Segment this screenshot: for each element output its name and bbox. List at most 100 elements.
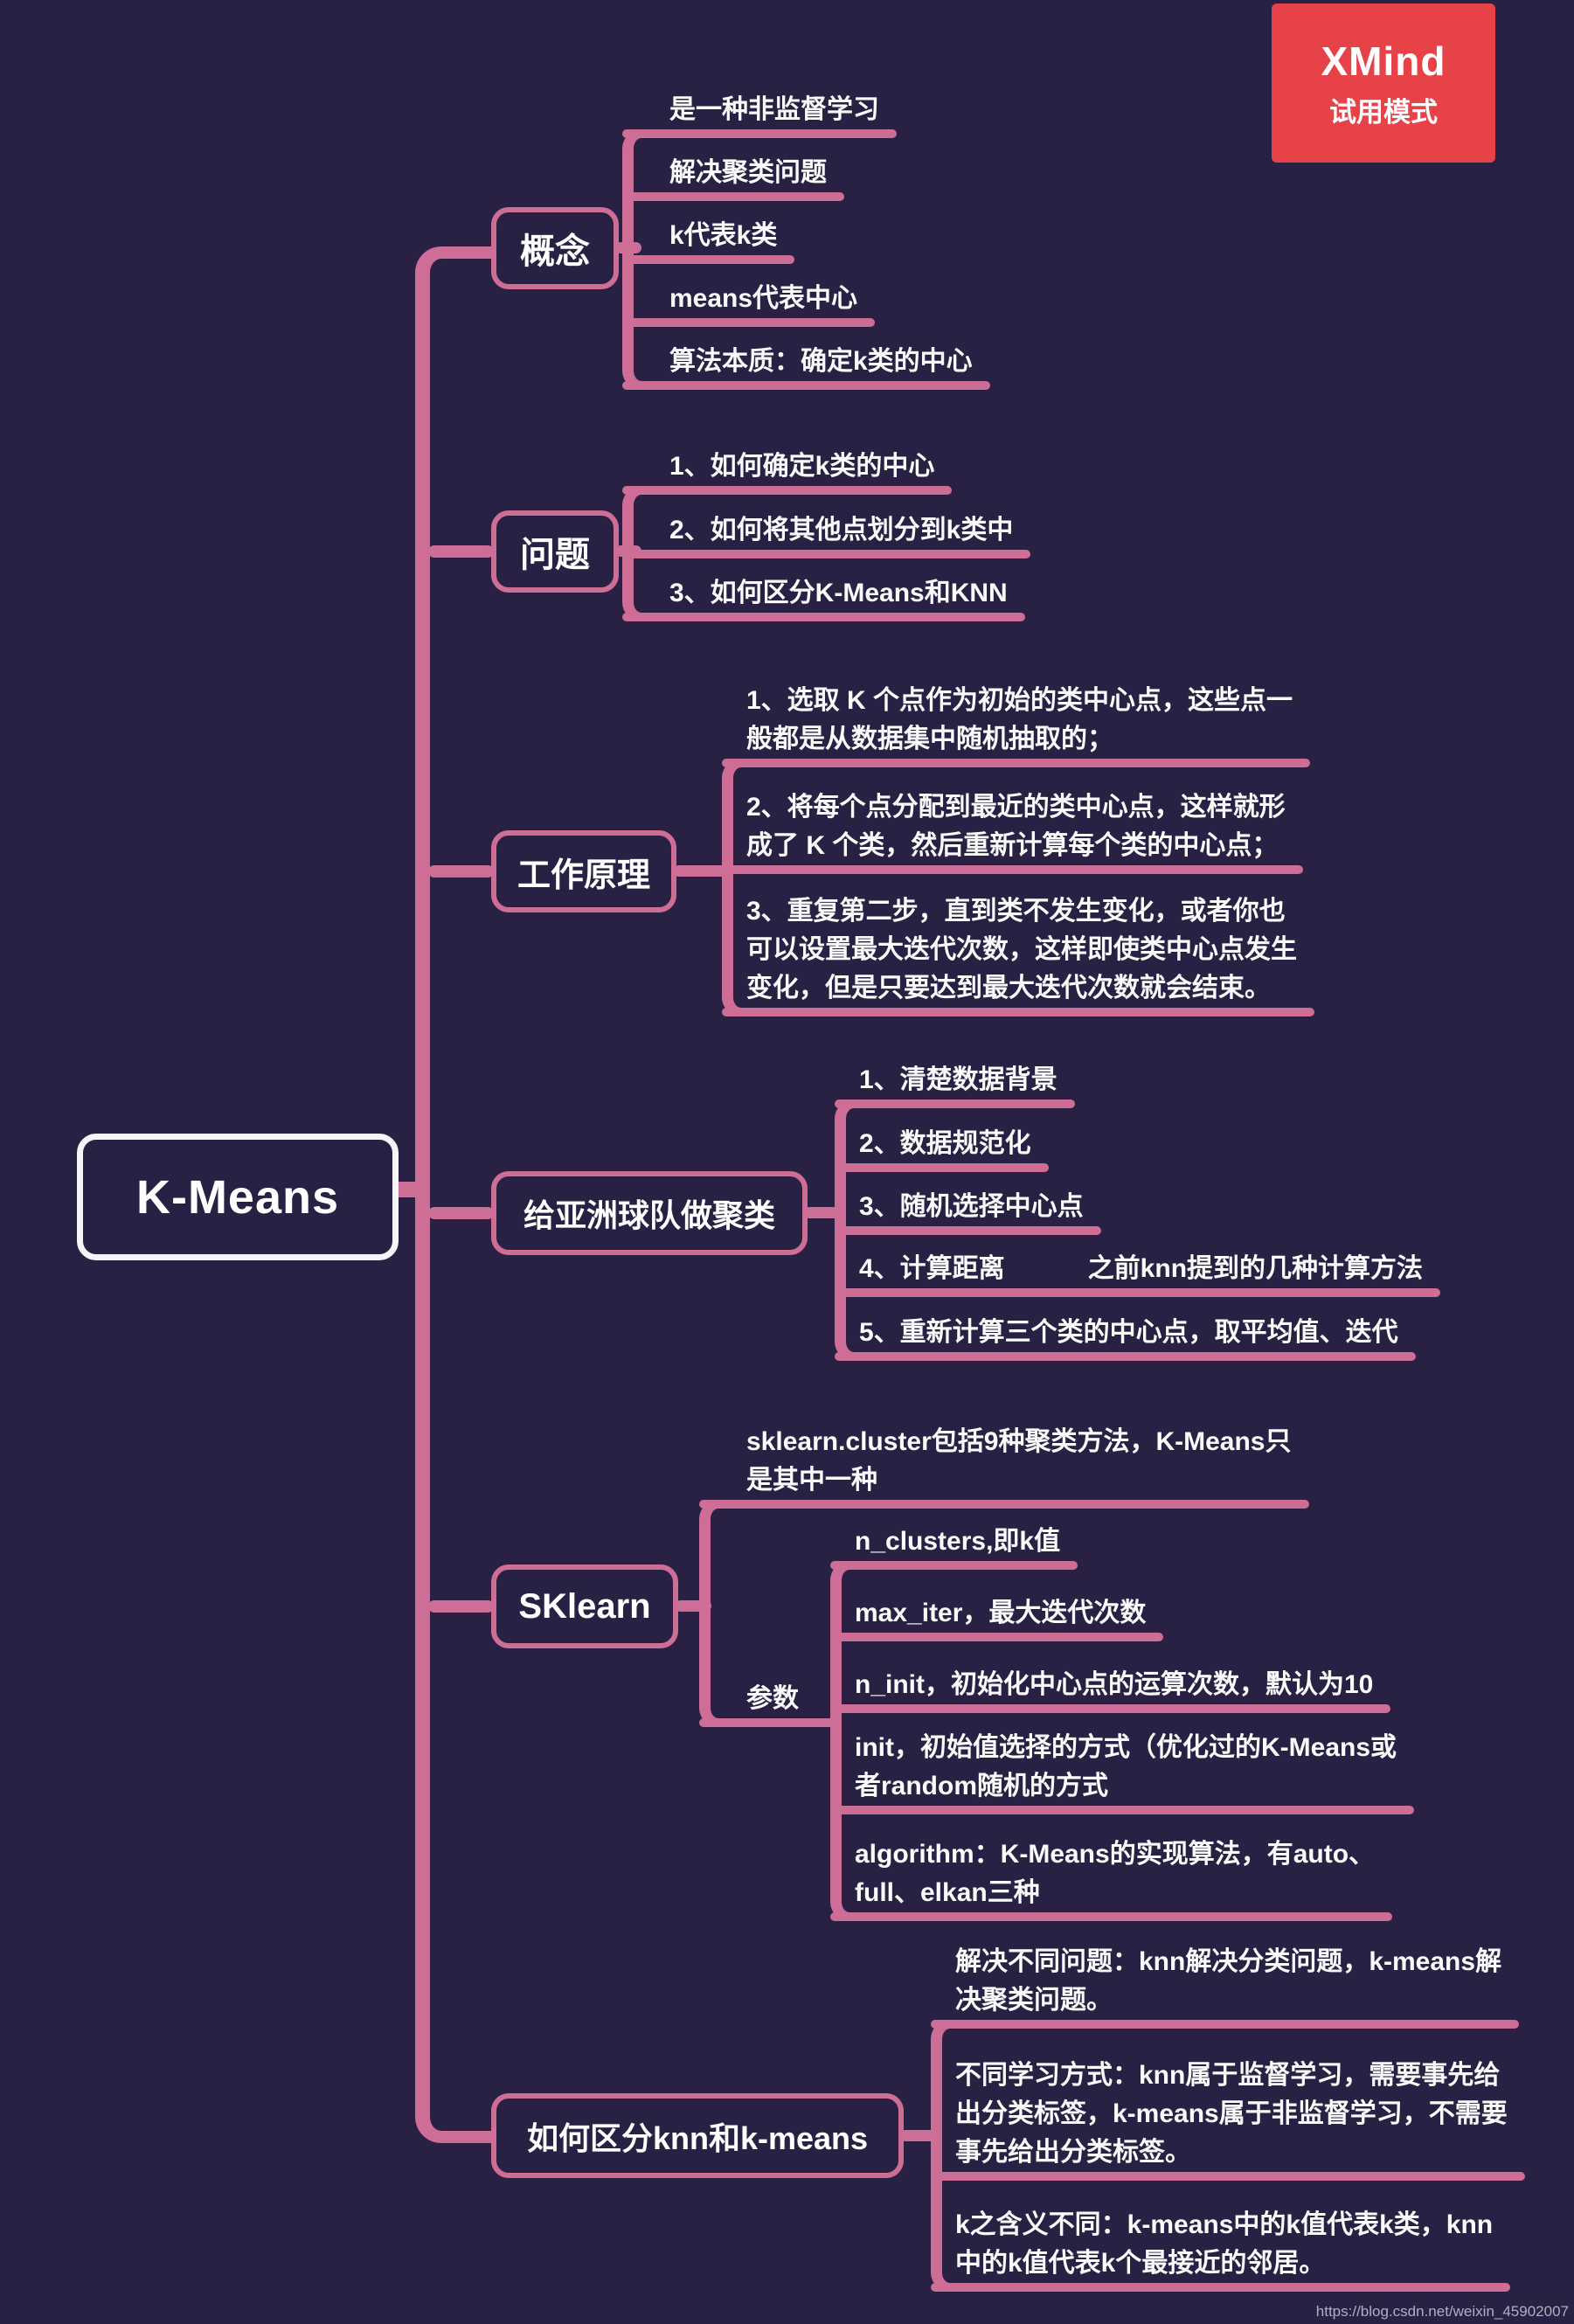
leaf-text-main: 4、计算距离 — [859, 1254, 1005, 1283]
leaf-topic[interactable]: 解决聚类问题 — [622, 154, 844, 201]
connector-underline — [830, 1704, 1391, 1713]
connector-trunk — [415, 246, 494, 2143]
leaf-topic[interactable]: algorithm：K-Means的实现算法，有auto、 full、elkan… — [830, 1835, 1393, 1921]
leaf-text: 3、随机选择中心点 — [859, 1192, 1084, 1221]
leaf-topic[interactable]: sklearn.cluster包括9种聚类方法，K-Means只 是其中一种 — [699, 1423, 1309, 1509]
leaf-text: max_iter，最大迭代次数 — [855, 1599, 1147, 1627]
leaf-topic[interactable]: n_init，初始化中心点的运算次数，默认为10 — [830, 1666, 1391, 1713]
leaf-topic[interactable]: 3、重复第二步，直到类不发生变化，或者你也 可以设置最大迭代次数，这样即使类中心… — [722, 892, 1314, 1016]
leaf-topic[interactable]: 算法本质：确定k类的中心 — [622, 343, 990, 390]
leaf-topic[interactable]: 1、如何确定k类的中心 — [622, 447, 953, 495]
connector-underline — [622, 486, 953, 495]
leaf-topic[interactable]: 4、计算距离 之前knn提到的几种计算方法 — [835, 1250, 1441, 1297]
leaf-topic[interactable]: 不同学习方式：knn属于监督学习，需要事先给 出分类标签，k-means属于非监… — [931, 2057, 1525, 2181]
topic-knn-vs-kmeans-label: 如何区分knn和k-means — [526, 2119, 869, 2156]
leaf-topic[interactable]: n_clusters,即k值 — [830, 1523, 1078, 1570]
leaf-text: means代表中心 — [669, 284, 858, 313]
topic-concept[interactable]: 概念 — [491, 207, 619, 289]
leaf-topic[interactable]: means代表中心 — [622, 280, 876, 327]
connector-underline — [931, 2172, 1525, 2181]
connector-underline — [835, 1226, 1101, 1235]
connector-underline — [931, 2283, 1511, 2292]
connector-underline — [622, 318, 876, 327]
leaf-text: 2、将每个点分配到最近的类中心点，这样就形 成了 K 个类，然后重新计算每个类的… — [746, 793, 1286, 860]
leaf-text: 是一种非监督学习 — [669, 95, 879, 124]
connector-underline — [622, 255, 795, 264]
connector-underline — [830, 1912, 1393, 1921]
leaf-text: algorithm：K-Means的实现算法，有auto、 full、elkan… — [855, 1840, 1376, 1907]
connector-underline — [699, 1500, 1309, 1509]
connector-underline — [722, 759, 1311, 767]
leaf-text: 解决不同问题：knn解决分类问题，k-means解 决聚类问题。 — [955, 1947, 1502, 2015]
leaf-annotation: 之前knn提到的几种计算方法 — [1087, 1254, 1424, 1283]
topic-knn-vs-kmeans[interactable]: 如何区分knn和k-means — [491, 2093, 904, 2178]
connector-underline — [835, 1100, 1075, 1108]
leaf-text: 1、如何确定k类的中心 — [669, 452, 935, 481]
leaf-text: n_clusters,即k值 — [855, 1527, 1061, 1556]
watermark-url: https://blog.csdn.net/weixin_45902007 — [1315, 2303, 1569, 2320]
connector-stub-clustering — [428, 1207, 494, 1219]
leaf-text: 算法本质：确定k类的中心 — [669, 347, 973, 376]
leaf-topic[interactable]: 5、重新计算三个类的中心点，取平均值、迭代 — [835, 1314, 1416, 1361]
topic-cluster-asian-teams[interactable]: 给亚洲球队做聚类 — [491, 1171, 808, 1255]
leaf-text: sklearn.cluster包括9种聚类方法，K-Means只 是其中一种 — [746, 1427, 1292, 1495]
connector-stub-problems — [428, 545, 494, 558]
leaf-topic[interactable]: k代表k类 — [622, 217, 795, 264]
leaf-topic[interactable]: 1、选取 K 个点作为初始的类中心点，这些点一 般都是从数据集中随机抽取的； — [722, 682, 1311, 767]
root-topic-label: K-Means — [135, 1170, 340, 1224]
leaf-text: 3、重复第二步，直到类不发生变化，或者你也 可以设置最大迭代次数，这样即使类中心… — [746, 897, 1297, 1002]
connector-stub-sklearn — [428, 1600, 494, 1613]
connector-stub-principle — [428, 865, 494, 878]
leaf-text: 3、如何区分K-Means和KNN — [669, 579, 1008, 607]
xmind-trial-badge: XMind 试用模式 — [1272, 3, 1495, 163]
connector-principle-stub — [673, 865, 734, 877]
connector-underline — [622, 550, 1031, 558]
connector-underline — [931, 2020, 1520, 2029]
leaf-topic[interactable]: max_iter，最大迭代次数 — [830, 1594, 1164, 1641]
leaf-topic[interactable]: 是一种非监督学习 — [622, 91, 897, 138]
connector-underline — [722, 1008, 1314, 1016]
topic-sklearn-label: SKlearn — [518, 1586, 651, 1626]
topic-problems[interactable]: 问题 — [491, 510, 619, 593]
connector-underline — [622, 613, 1025, 621]
leaf-text: 4、计算距离 之前knn提到的几种计算方法 — [835, 1250, 1440, 1288]
leaf-topic[interactable]: 2、如何将其他点划分到k类中 — [622, 511, 1031, 558]
connector-underline — [835, 1288, 1441, 1297]
topic-problems-label: 问题 — [520, 536, 590, 574]
topic-sklearn[interactable]: SKlearn — [491, 1564, 678, 1648]
leaf-text: 2、数据规范化 — [859, 1129, 1031, 1158]
topic-params[interactable]: 参数 — [699, 1680, 842, 1727]
connector-underline — [830, 1633, 1164, 1641]
connector-underline — [835, 1352, 1416, 1361]
leaf-topic[interactable]: 2、数据规范化 — [835, 1125, 1049, 1172]
topic-params-label: 参数 — [746, 1684, 799, 1713]
leaf-topic[interactable]: 1、清楚数据背景 — [835, 1061, 1075, 1108]
leaf-topic[interactable]: 解决不同问题：knn解决分类问题，k-means解 决聚类问题。 — [931, 1943, 1520, 2029]
topic-cluster-asian-teams-label: 给亚洲球队做聚类 — [523, 1197, 775, 1233]
connector-underline — [699, 1718, 842, 1727]
topic-principle[interactable]: 工作原理 — [491, 830, 676, 912]
topic-principle-label: 工作原理 — [517, 857, 650, 894]
leaf-text: 解决聚类问题 — [669, 158, 827, 187]
root-topic-kmeans[interactable]: K-Means — [77, 1134, 399, 1260]
topic-concept-label: 概念 — [520, 232, 590, 271]
leaf-topic[interactable]: init，初始值选择的方式（优化过的K-Means或 者random随机的方式 — [830, 1729, 1415, 1814]
leaf-text: k之含义不同：k-means中的k值代表k类，knn 中的k值代表k个最接近的邻… — [955, 2210, 1494, 2278]
connector-underline — [835, 1163, 1049, 1172]
connector-underline — [830, 1806, 1415, 1814]
leaf-text: 1、清楚数据背景 — [859, 1065, 1057, 1094]
connector-underline — [622, 129, 897, 138]
leaf-topic[interactable]: 2、将每个点分配到最近的类中心点，这样就形 成了 K 个类，然后重新计算每个类的… — [722, 788, 1303, 874]
leaf-text: n_init，初始化中心点的运算次数，默认为10 — [855, 1670, 1374, 1699]
leaf-topic[interactable]: 3、如何区分K-Means和KNN — [622, 574, 1025, 621]
leaf-text: 不同学习方式：knn属于监督学习，需要事先给 出分类标签，k-means属于非监… — [955, 2061, 1508, 2167]
leaf-text: 2、如何将其他点划分到k类中 — [669, 516, 1014, 545]
leaf-text: 5、重新计算三个类的中心点，取平均值、迭代 — [859, 1318, 1398, 1347]
leaf-topic[interactable]: 3、随机选择中心点 — [835, 1188, 1101, 1235]
leaf-text: k代表k类 — [669, 221, 778, 250]
leaf-topic[interactable]: k之含义不同：k-means中的k值代表k类，knn 中的k值代表k个最接近的邻… — [931, 2206, 1511, 2292]
connector-underline — [722, 865, 1303, 874]
leaf-text: init，初始值选择的方式（优化过的K-Means或 者random随机的方式 — [855, 1733, 1397, 1800]
connector-underline — [830, 1561, 1078, 1570]
